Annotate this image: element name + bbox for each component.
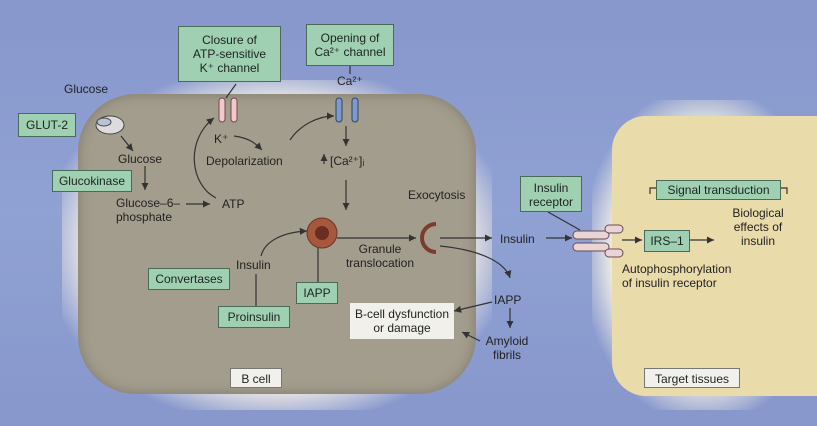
insulin-outside-label: Insulin (500, 232, 535, 246)
autophos-line2: of insulin receptor (622, 276, 717, 290)
proinsulin-text: Proinsulin (227, 310, 281, 324)
signal-transduction-text: Signal transduction (667, 183, 770, 197)
ca-i-label: [Ca²⁺]ᵢ (330, 154, 365, 168)
target-tissues-text: Target tissues (654, 372, 730, 386)
glut2-box: GLUT-2 (18, 113, 76, 137)
target-tissues-label-box: Target tissues (644, 368, 740, 388)
depolarization-label: Depolarization (206, 154, 283, 168)
b-cell-text: B cell (241, 372, 271, 386)
insulin-receptor-icon (572, 224, 624, 258)
ca-top-label: Ca²⁺ (337, 74, 363, 88)
g6p-label-line2: phosphate (116, 210, 173, 224)
b-cell-body (78, 94, 476, 394)
convertases-box: Convertases (148, 268, 230, 290)
bcell-dysfunction-line2: or damage (373, 321, 431, 335)
glucose-outside-label: Glucose (64, 82, 109, 96)
granule-icon (306, 217, 338, 249)
insulin-receptor-line1: Insulin (533, 181, 569, 195)
glut2-text: GLUT-2 (25, 118, 68, 132)
bio-effects-line3: insulin (740, 234, 776, 248)
bio-effects-line2: effects of (733, 220, 783, 234)
opening-ca-box: Opening of Ca²⁺ channel (306, 24, 394, 66)
signal-transduction-box: Signal transduction (656, 180, 781, 200)
proinsulin-box: Proinsulin (218, 306, 290, 328)
amyloid-label-line1: Amyloid (485, 334, 529, 348)
exocytosis-icon (420, 222, 437, 254)
convertases-text: Convertases (155, 272, 223, 286)
granule-label-line2: translocation (345, 256, 415, 270)
iapp-outside-label: IAPP (494, 293, 522, 307)
k-channel-icon (218, 97, 238, 123)
closure-k-line3: K⁺ channel (199, 61, 260, 75)
glucokinase-box: Glucokinase (52, 170, 132, 192)
closure-k-box: Closure of ATP-sensitive K⁺ channel (178, 26, 281, 82)
bio-effects-line1: Biological (732, 206, 784, 220)
insulin-inside-label: Insulin (236, 258, 271, 272)
iapp-box-text: IAPP (303, 286, 331, 300)
bcell-dysfunction-line1: B-cell dysfunction (354, 307, 450, 321)
closure-k-line1: Closure of (202, 33, 257, 47)
g6p-label-line1: Glucose–6– (116, 196, 181, 210)
opening-ca-line2: Ca²⁺ channel (314, 45, 386, 59)
target-tissue-body (612, 116, 817, 396)
glucokinase-text: Glucokinase (58, 174, 126, 188)
irs1-text: IRS–1 (650, 234, 684, 248)
atp-label: ATP (222, 197, 245, 211)
glucose-inside-label: Glucose (118, 152, 163, 166)
b-cell-label-box: B cell (230, 368, 282, 388)
closure-k-line2: ATP-sensitive (192, 47, 267, 61)
exocytosis-label: Exocytosis (408, 188, 466, 202)
iapp-box: IAPP (296, 282, 338, 304)
opening-ca-line1: Opening of (320, 31, 380, 45)
insulin-receptor-box: Insulin receptor (520, 176, 582, 212)
glut2-transporter-icon (95, 115, 125, 135)
k-plus-label: K⁺ (214, 132, 229, 146)
granule-label-line1: Granule (358, 242, 402, 256)
irs1-box: IRS–1 (644, 230, 690, 252)
ca-channel-icon (335, 97, 359, 123)
amyloid-label-line2: fibrils (492, 348, 521, 362)
autophos-line1: Autophosphorylation (622, 262, 732, 276)
bcell-dysfunction-box: B-cell dysfunction or damage (350, 303, 454, 339)
insulin-receptor-line2: receptor (528, 195, 574, 209)
